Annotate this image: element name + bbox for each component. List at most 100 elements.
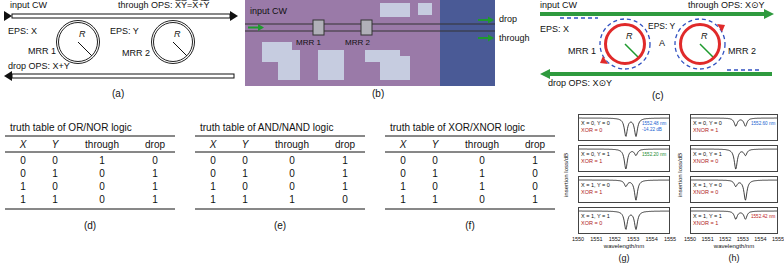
panel-label: (c)	[652, 90, 664, 102]
table-rule	[195, 152, 365, 153]
state-label: XOR = 1	[581, 189, 602, 195]
spectrum-panel: X = 1, Y = 0XNOR = 0	[690, 176, 778, 203]
electrode-pad	[380, 3, 410, 17]
table-cell: 0	[400, 168, 406, 180]
label: through	[499, 33, 530, 43]
table-cell: Y	[52, 139, 59, 151]
table-cell: 1	[432, 168, 438, 180]
spectrum-panel: X = 1, Y = 1XNOR = 1	[690, 207, 778, 234]
table-cell: 1	[479, 181, 485, 193]
table-cell: 1	[152, 194, 158, 206]
table-cell: Y	[432, 139, 439, 151]
table-rule	[195, 209, 365, 210]
label: MRR 1	[296, 38, 321, 47]
light-path	[675, 19, 725, 69]
table-cell: 0	[99, 194, 105, 206]
micrograph-region	[440, 0, 495, 86]
label: 1550	[684, 236, 696, 242]
table-cell: through	[465, 139, 499, 151]
label: drop	[499, 14, 517, 24]
table-cell: 1	[242, 168, 248, 180]
table-cell: 0	[532, 181, 538, 193]
radius-line	[173, 42, 187, 56]
light-path	[560, 17, 598, 18]
label: 1552	[609, 236, 621, 242]
state-label: XOR = 0	[581, 127, 602, 133]
electrode-pad	[262, 42, 300, 80]
table-rule	[385, 152, 555, 153]
state-label: X = 0, Y = 1	[693, 151, 722, 157]
table-cell: truth table of XOR/XNOR logic	[390, 122, 525, 134]
table-rule	[5, 152, 175, 153]
spectrum-panel: X = 0, Y = 1XNOR = 0	[690, 145, 778, 172]
label: 1554	[645, 236, 657, 242]
table-cell: 1	[342, 168, 348, 180]
state-label: X = 1, Y = 0	[581, 182, 610, 188]
label: 1555	[664, 236, 676, 242]
label: through OPS: X⊙Y	[688, 0, 765, 10]
table-cell: drop	[145, 139, 165, 151]
panel-label: (b)	[372, 88, 384, 100]
arrowhead	[258, 24, 264, 31]
table-rule	[385, 136, 555, 137]
table-cell: 1	[342, 155, 348, 167]
label: 1554	[754, 236, 766, 242]
state-label: XOR = 0	[581, 220, 602, 226]
ring-resonator: R	[679, 23, 721, 65]
table-cell: 0	[432, 155, 438, 167]
table-rule	[5, 136, 175, 137]
label: 1553	[737, 236, 749, 242]
table-cell: 1	[400, 194, 406, 206]
radius-line	[625, 44, 639, 58]
state-label: X = 1, Y = 1	[581, 213, 610, 219]
label: MRR 2	[728, 46, 756, 56]
table-cell: drop	[335, 139, 355, 151]
table-cell: truth table of OR/NOR logic	[10, 122, 132, 134]
label: input CW	[250, 6, 287, 16]
spectrum-panel: X = 1, Y = 0XOR = 1	[578, 176, 670, 203]
table-cell: 1	[210, 194, 216, 206]
table-cell: 1	[152, 181, 158, 193]
arrowhead	[488, 35, 494, 42]
arrowhead	[230, 11, 238, 21]
table-cell: (d)	[84, 220, 96, 232]
table-cell: 0	[52, 181, 58, 193]
label: 1551	[701, 236, 713, 242]
arrowhead	[488, 17, 494, 24]
ring-heater	[313, 20, 324, 35]
ring-resonator: R	[604, 23, 646, 65]
arrow-shaft	[248, 27, 258, 29]
table-cell: 0	[432, 181, 438, 193]
table-cell: through	[275, 139, 309, 151]
table-cell: (f)	[465, 220, 474, 232]
table-rules	[5, 136, 555, 209]
micrograph	[245, 0, 495, 86]
flow-arrow	[717, 24, 725, 32]
label: drop OPS: X+Y	[8, 61, 70, 71]
label: MRR 1	[28, 46, 56, 56]
spectrum-curve	[579, 149, 669, 169]
table-cell: X	[400, 139, 407, 151]
table-cell: drop	[525, 139, 545, 151]
label: 1553	[627, 236, 639, 242]
ring-resonator: R	[56, 20, 100, 64]
arrowhead	[4, 11, 12, 21]
radius-label: R	[701, 31, 708, 41]
label: 1552	[719, 236, 731, 242]
label: EPS: X	[8, 26, 37, 36]
label: through OPS: X̅Y̅=X̅+̅Y̅	[118, 0, 210, 10]
spectrum-curve	[691, 149, 777, 169]
arrowhead	[764, 9, 774, 19]
table-rule	[5, 209, 175, 210]
table-cell: 1	[20, 194, 26, 206]
label: input CW	[540, 0, 577, 10]
ring-heater	[361, 20, 372, 35]
light-path	[727, 69, 760, 70]
radius-line	[78, 42, 92, 56]
table-cell: 1	[52, 194, 58, 206]
flow-arrow	[600, 56, 608, 64]
label: EPS: Y	[648, 22, 675, 32]
bus-waveguide	[12, 14, 230, 18]
spectrum-panel: X = 1, Y = 1XOR = 0	[578, 207, 670, 234]
